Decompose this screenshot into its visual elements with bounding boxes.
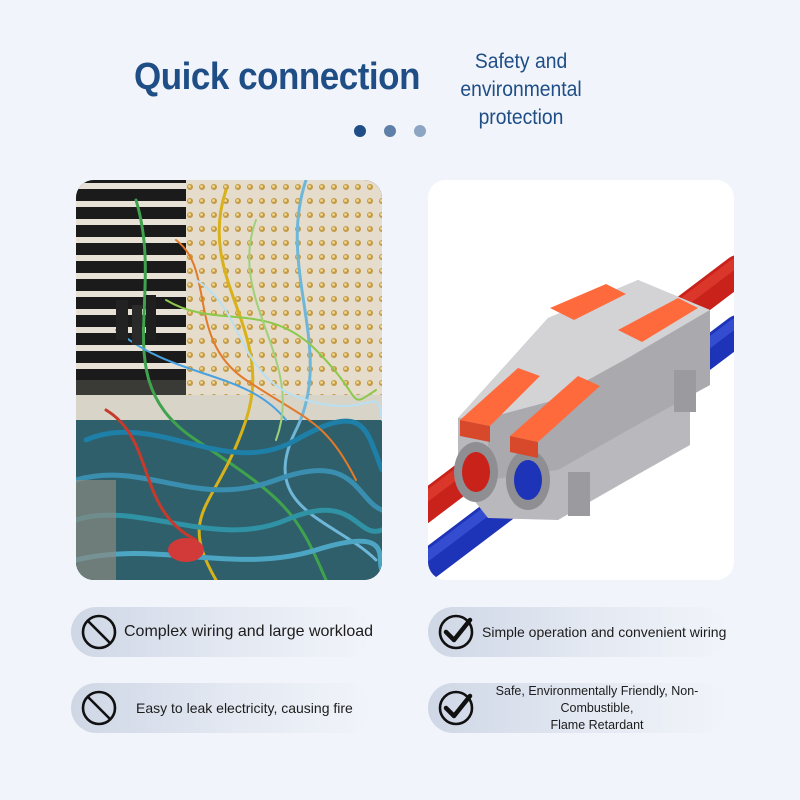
headline: Quick connection Safety and environmenta… [0,30,800,129]
benefit-text-line-2: Flame Retardant [550,717,644,732]
messy-wiring-photo [76,180,382,580]
carousel-dot-3[interactable] [414,125,426,137]
check-circle-icon [438,690,474,726]
benefit-text: Safe, Environmentally Friendly, Non-Comb… [474,683,720,733]
benefit-text-line-1: Safe, Environmentally Friendly, Non-Comb… [495,683,699,715]
benefit-text: Simple operation and convenient wiring [482,624,727,640]
carousel-indicator [352,125,432,139]
connector-product-photo [428,180,734,580]
carousel-dot-1[interactable] [354,125,366,137]
drawback-text: Easy to leak electricity, causing fire [136,700,353,716]
check-circle-icon [438,614,474,650]
subtitle-line-2: protection [478,106,564,129]
page-title: Quick connection [134,56,420,98]
page-subtitle: Safety and environmental protection [413,48,628,132]
benefit-item-2: Safe, Environmentally Friendly, Non-Comb… [428,683,728,733]
drawback-item-1: Complex wiring and large workload [71,607,374,657]
subtitle-line-1: Safety and environmental [460,50,582,101]
carousel-dot-2[interactable] [384,125,396,137]
prohibited-icon [81,614,117,650]
benefit-item-1: Simple operation and convenient wiring [428,607,728,657]
drawback-item-2: Easy to leak electricity, causing fire [71,683,371,733]
prohibited-icon [81,690,117,726]
drawback-text: Complex wiring and large workload [124,623,374,640]
